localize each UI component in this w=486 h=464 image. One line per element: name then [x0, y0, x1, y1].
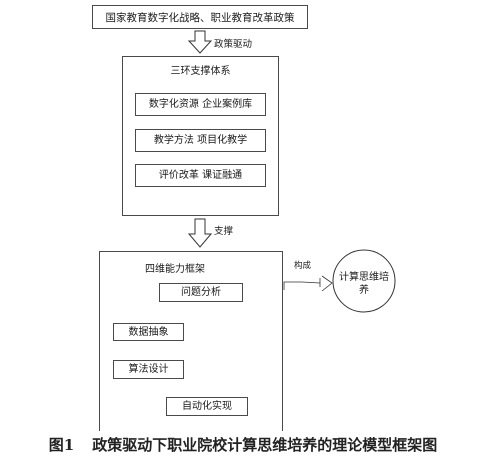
- compose-connector: [283, 281, 321, 290]
- support-item-label: 数字化资源 企业案例库: [148, 99, 253, 110]
- support-item-digital-resources: 数字化资源 企业案例库: [135, 93, 266, 116]
- step-data-abstraction: 数据抽象: [113, 323, 184, 341]
- figure-caption-text: 政策驱动下职业院校计算思维培养的理论模型框架图: [92, 436, 438, 454]
- step-problem-analysis: 问题分析: [159, 283, 243, 302]
- policy-box: 国家教育数字化战略、职业教育改革政策: [92, 5, 308, 29]
- step-automation: 自动化实现: [166, 397, 248, 416]
- policy-box-label: 国家教育数字化战略、职业教育改革政策: [105, 12, 295, 24]
- support-system-title: 三环支撑体系: [170, 66, 231, 77]
- compose-label: 构成: [294, 261, 312, 271]
- ability-framework-title: 四维能力框架: [145, 264, 205, 275]
- support-label: 支撑: [214, 226, 234, 237]
- support-item-evaluation-reform: 评价改革 课证融通: [135, 164, 266, 187]
- step-label: 数据抽象: [128, 327, 169, 338]
- step-label: 问题分析: [181, 287, 221, 298]
- policy-drive-arrow: [187, 30, 213, 54]
- support-item-label: 评价改革 课证融通: [158, 170, 243, 181]
- compose-arrow-tip: [321, 275, 333, 292]
- figure-caption: 图1 政策驱动下职业院校计算思维培养的理论模型框架图: [0, 434, 486, 455]
- goal-circle: [332, 249, 396, 313]
- step-label: 算法设计: [128, 364, 169, 375]
- step-label: 自动化实现: [182, 401, 232, 412]
- support-item-label: 教学方法 项目化教学: [153, 135, 248, 146]
- step-algorithm-design: 算法设计: [113, 360, 184, 379]
- support-arrow: [187, 218, 213, 248]
- policy-drive-label: 政策驱动: [214, 39, 253, 50]
- support-item-teaching-method: 教学方法 项目化教学: [135, 129, 266, 152]
- figure-number: 图1: [48, 436, 75, 454]
- goal-label: 计算思维培养: [339, 272, 389, 296]
